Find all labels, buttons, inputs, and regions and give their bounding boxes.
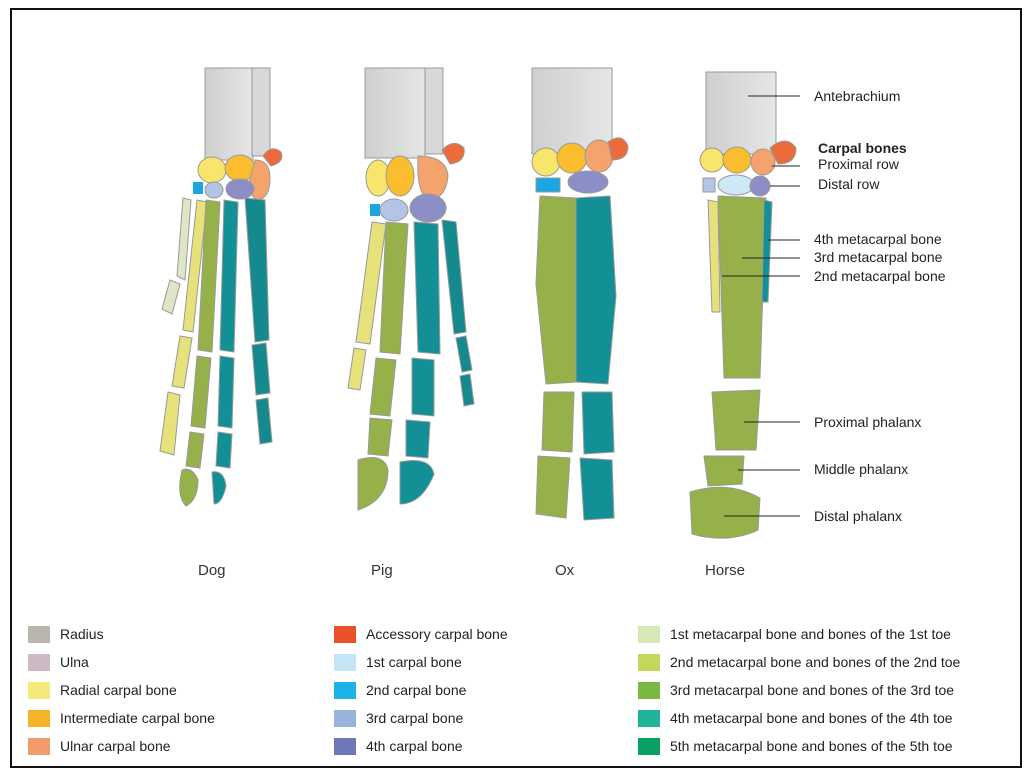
horse-middle-phalanx: [704, 456, 744, 486]
callout-2nd-metacarpal: 2nd metacarpal bone: [814, 268, 946, 284]
dog-radius: [205, 68, 253, 160]
legend-label: Radial carpal bone: [60, 682, 177, 698]
legend-label: 1st carpal bone: [366, 654, 462, 670]
callout-distal-row: Distal row: [818, 176, 879, 192]
ox-radial-carpal: [532, 148, 560, 176]
pig-toe-5: [442, 220, 474, 406]
legend-swatch-toe-2: [638, 654, 660, 671]
ox-toe-4: [576, 196, 616, 520]
legend-item-toe-3: 3rd metacarpal bone and bones of the 3rd…: [638, 680, 954, 700]
ox-skeleton: [532, 68, 628, 520]
legend-item-carpal-1: 1st carpal bone: [334, 652, 462, 672]
legend-label: 4th metacarpal bone and bones of the 4th…: [670, 710, 953, 726]
callout-middle-phalanx: Middle phalanx: [814, 461, 908, 477]
horse-carpal-4: [750, 176, 770, 196]
legend-item-radius: Radius: [28, 624, 104, 644]
legend-item-carpal-2: 2nd carpal bone: [334, 680, 466, 700]
callout-antebrachium: Antebrachium: [814, 88, 900, 104]
ox-carpal-4: [568, 171, 608, 193]
species-label-horse: Horse: [705, 562, 745, 579]
legend-label: Accessory carpal bone: [366, 626, 508, 642]
dog-toe-5: [245, 198, 272, 444]
legend-label: 2nd carpal bone: [366, 682, 466, 698]
legend-swatch-radial-carpal: [28, 682, 50, 699]
callout-carpal-bones: Carpal bones: [818, 140, 907, 156]
legend-swatch-carpal-1: [334, 654, 356, 671]
callout-proximal-row: Proximal row: [818, 156, 899, 172]
pig-ulnar-carpal: [418, 156, 448, 200]
legend-swatch-toe-3: [638, 682, 660, 699]
pig-accessory-carpal: [442, 143, 464, 164]
legend-label: 5th metacarpal bone and bones of the 5th…: [670, 738, 953, 754]
legend-swatch-radius: [28, 626, 50, 643]
ox-intermediate-carpal: [557, 143, 587, 173]
species-label-pig: Pig: [371, 562, 393, 579]
legend-item-ulna: Ulna: [28, 652, 89, 672]
legend-swatch-ulnar-carpal: [28, 738, 50, 755]
legend-swatch-toe-1: [638, 626, 660, 643]
legend-item-carpal-3: 3rd carpal bone: [334, 708, 463, 728]
legend-item-toe-1: 1st metacarpal bone and bones of the 1st…: [638, 624, 951, 644]
legend-label: 2nd metacarpal bone and bones of the 2nd…: [670, 654, 960, 670]
dog-radial-carpal: [198, 157, 226, 183]
legend-item-ulnar-carpal: Ulnar carpal bone: [28, 736, 171, 756]
horse-proximal-phalanx: [712, 390, 760, 450]
callout-proximal-phalanx: Proximal phalanx: [814, 414, 921, 430]
legend-swatch-carpal-4: [334, 738, 356, 755]
horse-mc4: [762, 200, 772, 302]
legend-item-toe-5: 5th metacarpal bone and bones of the 5th…: [638, 736, 953, 756]
legend-swatch-toe-4: [638, 710, 660, 727]
callout-distal-phalanx: Distal phalanx: [814, 508, 902, 524]
legend-label: Ulna: [60, 654, 89, 670]
legend-label: Ulnar carpal bone: [60, 738, 171, 754]
horse-distal-phalanx: [690, 487, 760, 538]
horse-skeleton: [690, 72, 796, 538]
legend-item-toe-4: 4th metacarpal bone and bones of the 4th…: [638, 708, 953, 728]
pig-carpal-4: [410, 194, 446, 222]
pig-intermediate-carpal: [386, 156, 414, 196]
horse-carpal-3: [718, 175, 754, 195]
legend-swatch-ulna: [28, 654, 50, 671]
ox-accessory-carpal: [608, 138, 628, 160]
legend-label: Intermediate carpal bone: [60, 710, 215, 726]
legend-label: 3rd carpal bone: [366, 710, 463, 726]
legend-item-toe-2: 2nd metacarpal bone and bones of the 2nd…: [638, 652, 960, 672]
legend-swatch-carpal-2: [334, 682, 356, 699]
horse-radius: [706, 72, 776, 154]
pig-radius: [365, 68, 425, 158]
legend-label: 4th carpal bone: [366, 738, 463, 754]
pig-carpal-2: [370, 204, 380, 216]
horse-ulnar-carpal: [751, 149, 775, 175]
species-label-dog: Dog: [198, 562, 226, 579]
dog-carpal-4: [226, 179, 254, 199]
legend-swatch-accessory-carpal: [334, 626, 356, 643]
legend-swatch-carpal-3: [334, 710, 356, 727]
callout-4th-metacarpal: 4th metacarpal bone: [814, 231, 942, 247]
horse-mc3: [718, 196, 766, 378]
callout-3rd-metacarpal: 3rd metacarpal bone: [814, 249, 942, 265]
horse-radial-carpal: [700, 148, 724, 172]
ox-toe-3: [536, 196, 576, 518]
legend-item-radial-carpal: Radial carpal bone: [28, 680, 177, 700]
legend-label: 1st metacarpal bone and bones of the 1st…: [670, 626, 951, 642]
dog-skeleton: [160, 68, 282, 506]
ox-carpal-2: [536, 178, 560, 192]
legend-item-intermediate-carpal: Intermediate carpal bone: [28, 708, 215, 728]
pig-skeleton: [348, 68, 474, 510]
legend-item-carpal-4: 4th carpal bone: [334, 736, 463, 756]
pig-ulna: [425, 68, 443, 154]
legend-swatch-toe-5: [638, 738, 660, 755]
species-label-ox: Ox: [555, 562, 574, 579]
dog-carpal-2: [193, 182, 203, 194]
horse-carpal-2: [703, 178, 715, 192]
legend-label: 3rd metacarpal bone and bones of the 3rd…: [670, 682, 954, 698]
legend-item-accessory-carpal: Accessory carpal bone: [334, 624, 508, 644]
legend-label: Radius: [60, 626, 104, 642]
pig-carpal-3: [380, 199, 408, 221]
dog-ulna: [252, 68, 270, 156]
legend-swatch-intermediate-carpal: [28, 710, 50, 727]
horse-intermediate-carpal: [723, 147, 751, 173]
dog-carpal-3: [205, 182, 223, 198]
